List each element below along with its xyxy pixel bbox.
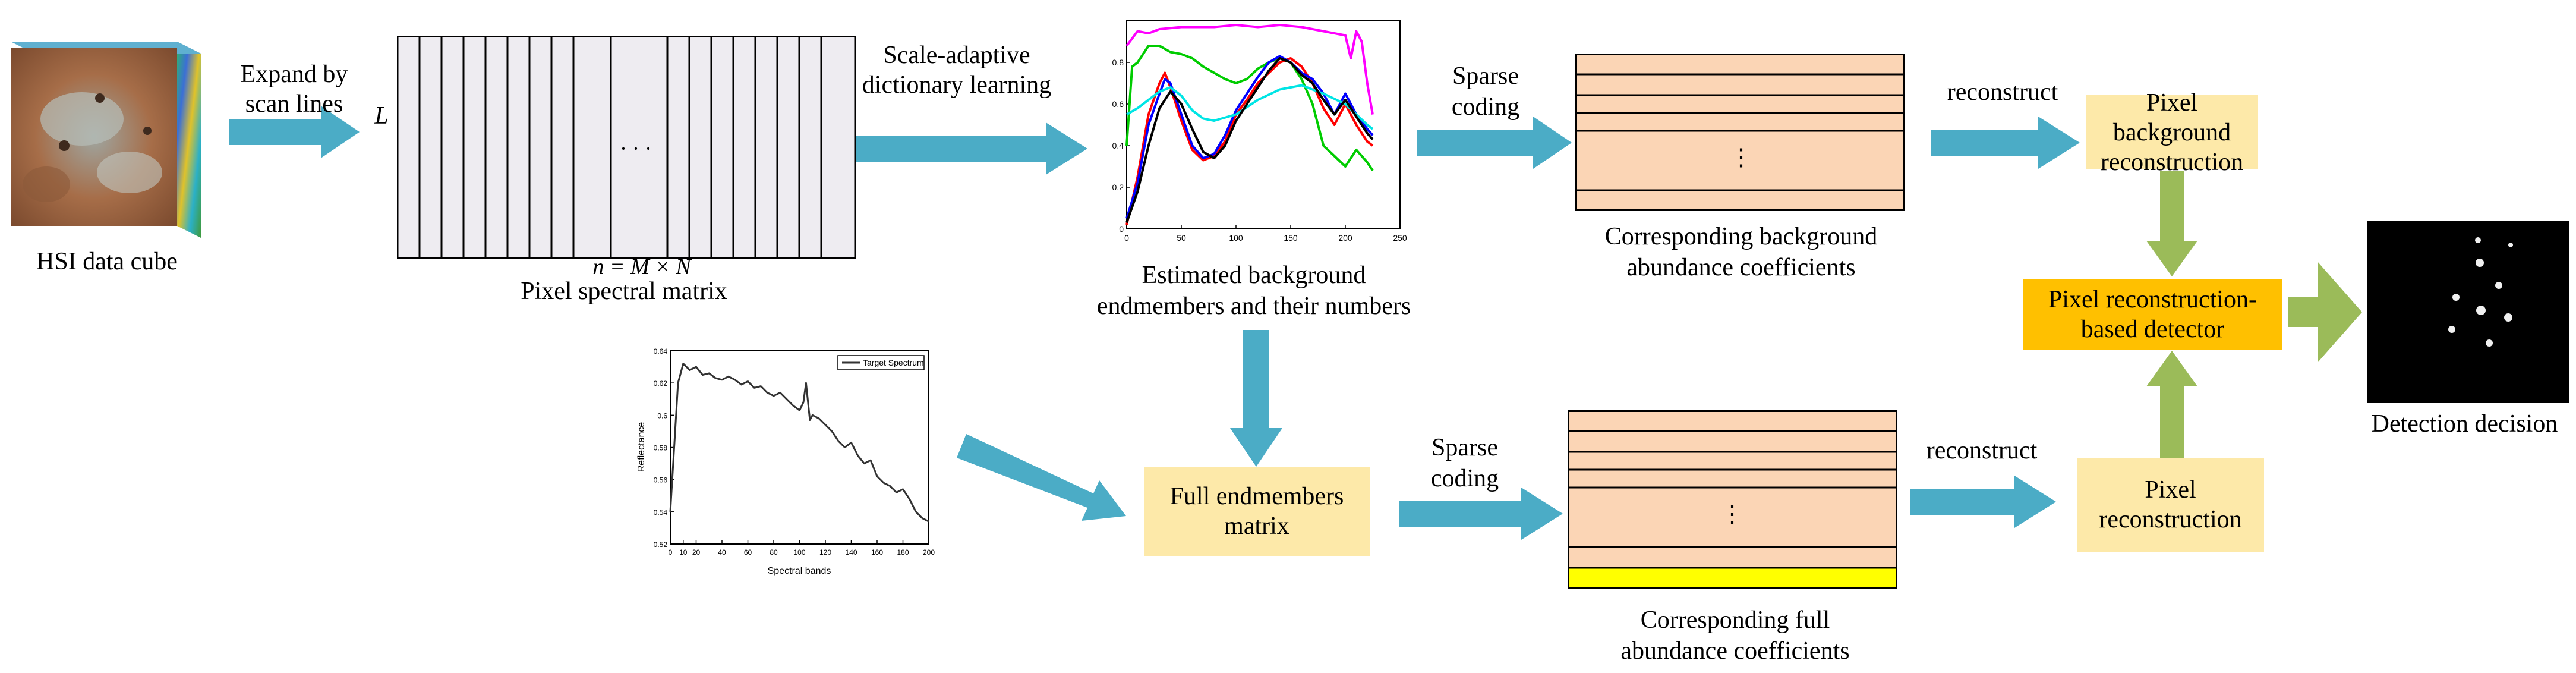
n-equation-label: n = M × N [592, 254, 691, 279]
arrow-target-to-full [957, 434, 1126, 521]
pixel-background-reconstruction-box: Pixel background reconstruction [2086, 89, 2258, 176]
x-tick-label: 180 [897, 548, 909, 556]
x-tick-label: 100 [793, 548, 805, 556]
dictionary-learning-label: dictionary learning [862, 71, 1052, 99]
full-end-line-1: Full endmembers [1169, 483, 1344, 510]
arrow-down-to-full [1230, 330, 1282, 467]
y-tick-label: 0.6 [657, 411, 667, 420]
y-tick-label: 0 [1119, 224, 1124, 234]
arrow-sparse-bottom [1399, 488, 1563, 540]
y-tick-label: 0.6 [1112, 99, 1124, 109]
reconstruct-label-top: reconstruct [1947, 78, 2058, 106]
arrow-rec-to-detector [2146, 351, 2197, 458]
detection-decision-image [2367, 221, 2569, 403]
background-abundance-matrix [1575, 54, 1905, 211]
series-line-5 [1126, 84, 1374, 130]
x-tick-label: 50 [1177, 233, 1186, 243]
target-abundance-row [1568, 568, 1897, 587]
pixel-rec-line-1: Pixel [2145, 476, 2196, 504]
full-matrix-vdots: ⋮ [1720, 501, 1744, 527]
matrix-ellipsis: · · · [620, 137, 652, 161]
series-line-1 [1125, 24, 1374, 115]
y-tick-label: 0.56 [654, 476, 668, 485]
detector-line-2: based detector [2080, 316, 2225, 343]
arrow-expand [229, 106, 360, 158]
corr-bg-label-1: Corresponding background [1604, 223, 1878, 250]
x-tick-label: 60 [744, 548, 752, 556]
coding-label-top: coding [1451, 93, 1520, 121]
y-tick-label: 0.4 [1112, 141, 1124, 150]
target-legend-label: Target Spectrum [863, 358, 924, 367]
full-abundance-matrix [1568, 410, 1897, 589]
x-tick-label: 140 [845, 548, 857, 556]
x-tick-label: 80 [770, 548, 778, 556]
corr-bg-label-2: abundance coefficients [1626, 254, 1856, 281]
pixel-rec-line-2: reconstruction [2099, 506, 2242, 533]
x-tick-label: 0 [669, 548, 673, 556]
pixel-bg-line-2: reconstruction [2100, 148, 2244, 176]
y-tick-label: 0.62 [654, 379, 668, 388]
corr-full-label-2: abundance coefficients [1620, 637, 1850, 665]
scan-lines-label: scan lines [245, 90, 343, 118]
x-tick-label: 20 [692, 548, 701, 556]
corr-full-label-1: Corresponding full [1640, 606, 1830, 634]
x-tick-label: 200 [1338, 233, 1352, 243]
pixel-spectral-matrix-label: Pixel spectral matrix [521, 278, 727, 305]
pixel-bg-line-1: Pixel background [2112, 89, 2231, 146]
bg-chart-frame [1126, 20, 1401, 229]
y-tick-label: 0.58 [654, 444, 668, 452]
x-tick-label: 0 [1124, 233, 1129, 243]
x-tick-label: 200 [923, 548, 935, 556]
arrow-reconstruct-top [1931, 117, 2080, 169]
series-line-3 [1125, 57, 1374, 225]
target-chart-legend: Target Spectrum [837, 355, 925, 370]
sparse-label-top: Sparse [1452, 62, 1519, 90]
pixel-reconstruction-box: Pixel reconstruction [2077, 458, 2264, 552]
arrow-bg-to-detector [2146, 171, 2197, 276]
target-chart-frame [670, 350, 929, 545]
band-count-label: L [374, 102, 389, 130]
x-tick-label: 160 [871, 548, 883, 556]
y-tick-label: 0.54 [654, 508, 668, 517]
series-line-1 [669, 363, 929, 523]
target-y-axis-label: Reflectance [636, 422, 647, 473]
background-endmember-chart: 0 0.2 0.4 0.6 0.8 0 50 100 150 200 250 [1112, 20, 1407, 243]
target-spectrum-chart: 0.52 0.54 0.56 0.58 0.6 0.62 0.64 0 10 20 40 60 80 1… [636, 347, 935, 576]
coding-label-bottom: coding [1430, 465, 1499, 492]
full-endmembers-matrix-box: Full endmembers matrix [1144, 467, 1370, 556]
arrow-reconstruct-bottom [1910, 476, 2056, 528]
pixel-spectral-matrix [397, 36, 856, 259]
arrow-dictionary [847, 122, 1087, 175]
detector-line-1: Pixel reconstruction- [2048, 286, 2257, 313]
reconstruct-label-bottom: reconstruct [1926, 437, 2038, 464]
scale-adaptive-label: Scale-adaptive [883, 42, 1030, 69]
y-tick-label: 0.64 [654, 347, 668, 356]
x-tick-label: 40 [718, 548, 726, 556]
pixel-reconstruction-based-detector-box: Pixel reconstruction- based detector [2023, 279, 2282, 350]
estimated-bg-label-2: endmembers and their numbers [1096, 293, 1411, 320]
arrow-sparse-top [1417, 117, 1572, 169]
full-end-line-2: matrix [1224, 512, 1289, 540]
y-tick-label: 0.8 [1112, 58, 1124, 67]
x-tick-label: 10 [679, 548, 688, 556]
series-line-2 [1125, 45, 1374, 172]
bg-matrix-vdots: ⋮ [1729, 144, 1753, 171]
x-tick-label: 250 [1393, 233, 1407, 243]
x-tick-label: 100 [1229, 233, 1243, 243]
expand-by-label: Expand by [240, 61, 348, 88]
hsi-cube-label: HSI data cube [36, 248, 178, 275]
x-tick-label: 150 [1284, 233, 1298, 243]
y-tick-label: 0.2 [1112, 183, 1124, 192]
x-tick-label: 120 [819, 548, 831, 556]
sparse-label-bottom: Sparse [1432, 434, 1498, 461]
detection-decision-label: Detection decision [2371, 410, 2558, 438]
target-x-axis-label: Spectral bands [768, 566, 831, 576]
estimated-bg-label-1: Estimated background [1142, 262, 1366, 289]
hsi-data-cube-image [11, 42, 201, 238]
series-line-6 [1125, 57, 1374, 224]
arrow-to-decision [2288, 262, 2362, 363]
y-tick-label: 0.52 [654, 540, 668, 549]
